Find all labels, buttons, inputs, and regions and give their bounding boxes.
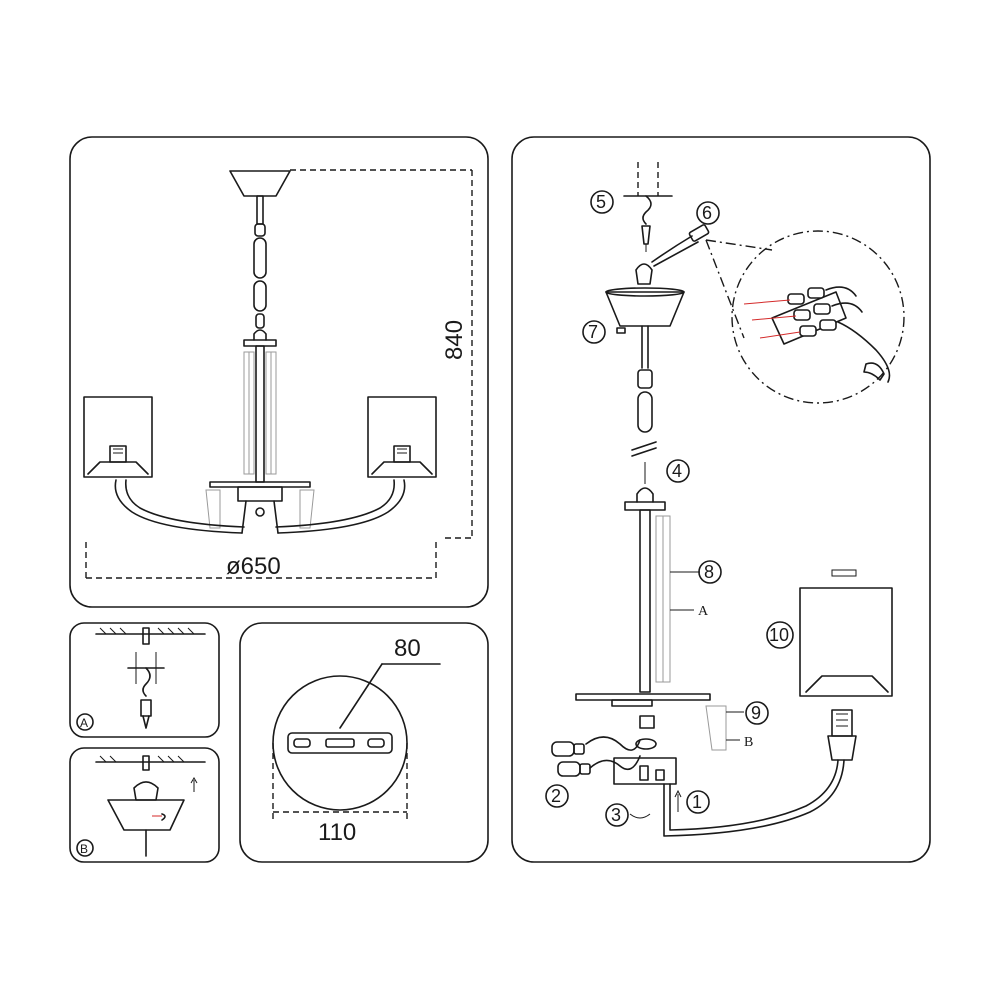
step-marker-4: 4	[666, 459, 690, 483]
plate-slot-dimension: 80	[394, 635, 421, 662]
svg-text:3: 3	[611, 805, 621, 825]
svg-text:5: 5	[596, 192, 606, 212]
plate-width-dimension: 110	[318, 819, 356, 846]
assembly-drawing	[551, 162, 893, 837]
step-marker-5: 5	[590, 190, 614, 214]
dimension-lines-overview	[85, 169, 473, 580]
svg-text:8: 8	[704, 562, 714, 582]
step-marker-8: 8	[698, 560, 722, 584]
svg-text:1: 1	[692, 792, 702, 812]
panel-overview	[69, 136, 489, 608]
step-marker-10: 10	[766, 621, 794, 649]
step-marker-9: 9	[745, 701, 769, 725]
svg-text:2: 2	[551, 786, 561, 806]
part-letter-b: B	[744, 735, 753, 750]
step-marker-2: 2	[545, 784, 569, 808]
svg-text:7: 7	[588, 322, 598, 342]
svg-text:6: 6	[702, 203, 712, 223]
part-letter-a: A	[698, 604, 709, 619]
panel-detail-a	[69, 622, 220, 738]
detail-b-letter: B	[80, 842, 88, 856]
detail-a-marker	[76, 713, 94, 731]
panel-assembly	[511, 136, 931, 863]
mounting-plate-drawing	[272, 663, 441, 820]
step-marker-3: 3	[605, 803, 629, 827]
step-marker-7: 7	[582, 320, 606, 344]
panel-detail-b	[69, 747, 220, 863]
diameter-dimension-label: ø650	[226, 553, 281, 580]
detail-a-letter: A	[80, 716, 88, 730]
svg-text:10: 10	[769, 625, 789, 645]
detail-b-marker	[76, 839, 94, 857]
step-marker-1: 1	[686, 790, 710, 814]
wiring-detail-magnifier	[705, 230, 905, 404]
detail-a-drawing	[95, 627, 206, 729]
step-marker-6: 6	[696, 201, 720, 225]
chandelier-overview	[83, 170, 437, 534]
panel-mounting-plate	[239, 622, 489, 863]
height-dimension-label: 840	[441, 320, 468, 360]
detail-b-drawing	[95, 755, 206, 857]
svg-text:9: 9	[751, 703, 761, 723]
svg-text:4: 4	[672, 461, 682, 481]
